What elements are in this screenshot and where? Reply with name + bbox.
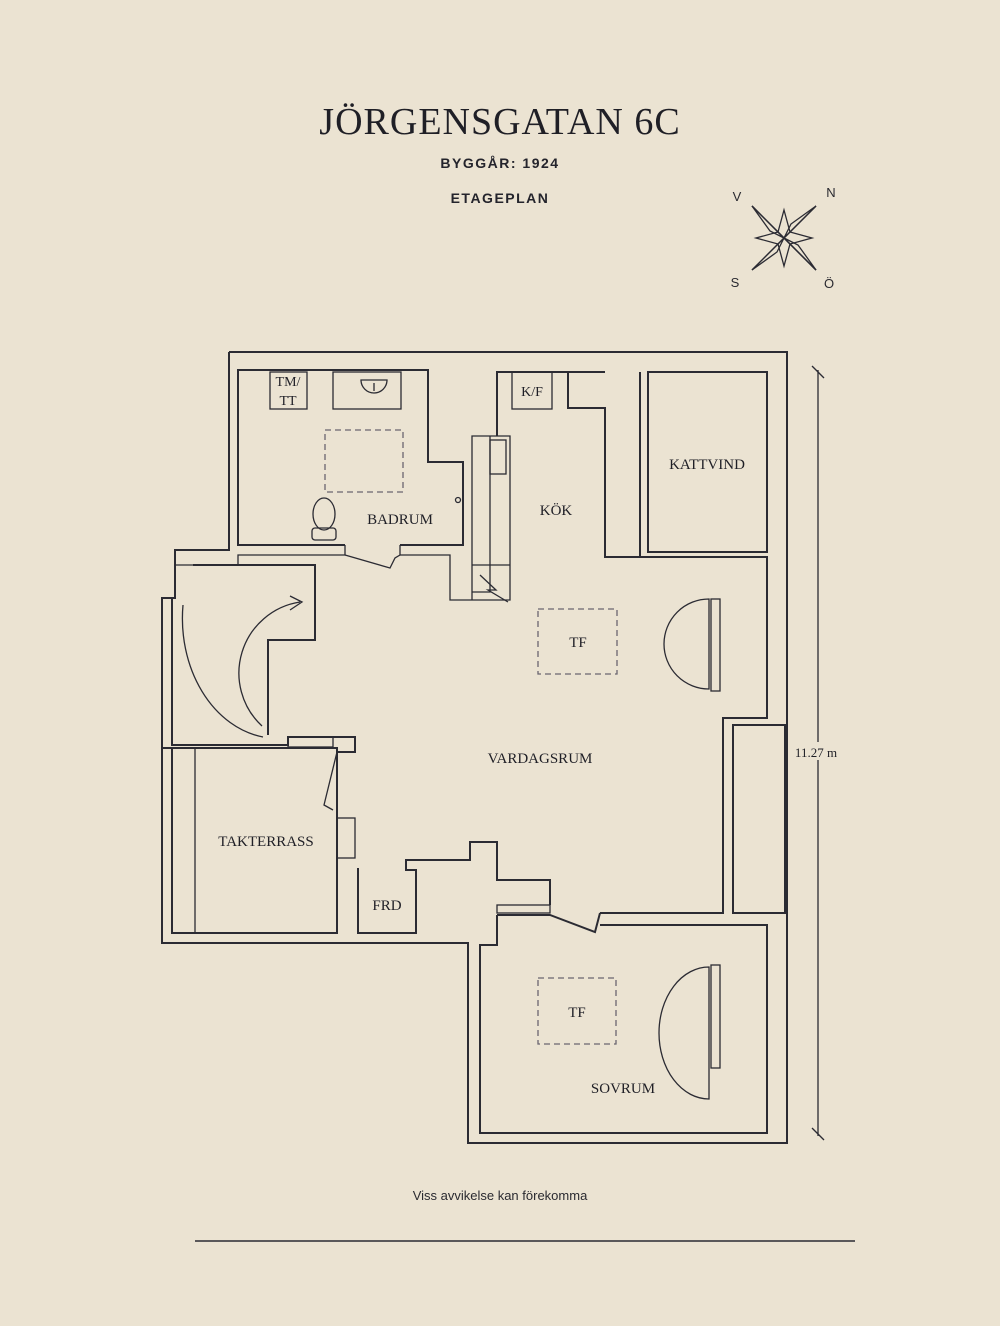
room-label: TAKTERRASS <box>218 834 313 850</box>
room-label: KÖK <box>540 502 573 519</box>
room-label: K/F <box>521 385 543 400</box>
build-year: BYGGÅR: 1924 <box>440 155 560 171</box>
room-label: TT <box>279 394 297 409</box>
room-label: BADRUM <box>367 512 433 528</box>
page-title: JÖRGENSGATAN 6C <box>319 101 681 143</box>
compass-south: S <box>731 275 740 290</box>
room-label: TF <box>569 635 587 651</box>
room-label: KATTVIND <box>669 457 745 473</box>
room-label: SOVRUM <box>591 1081 655 1097</box>
room-label: VARDAGSRUM <box>488 751 593 767</box>
bathroom-wall <box>237 369 464 546</box>
outer-wall <box>161 351 788 1144</box>
disclaimer: Viss avvikelse kan förekomma <box>412 1188 588 1203</box>
compass-north: N <box>826 185 835 200</box>
room-label: TM/ <box>276 375 301 390</box>
plan-type: ETAGEPLAN <box>450 190 550 206</box>
compass-west: V <box>733 189 742 204</box>
compass-icon: V N S Ö <box>731 185 836 291</box>
room-label: TF <box>568 1005 586 1021</box>
compass-east: Ö <box>824 276 834 291</box>
dimension-label: 11.27 m <box>795 745 837 760</box>
room-label: FRD <box>372 898 401 914</box>
